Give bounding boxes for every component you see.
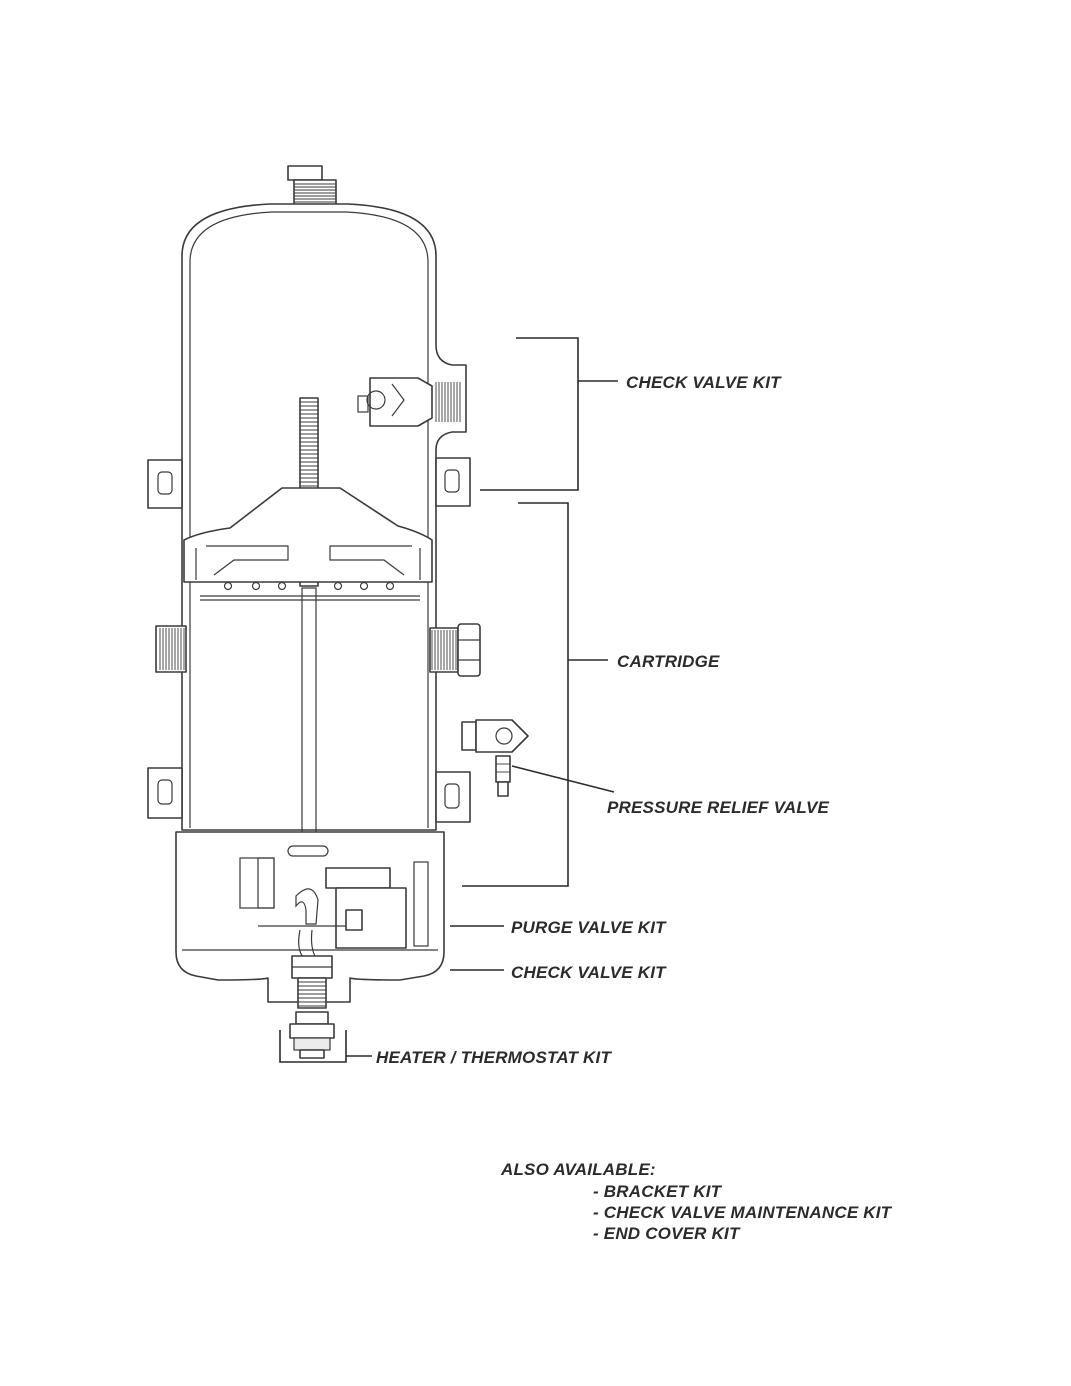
mounting-brackets: [147, 457, 471, 823]
label-heater-thermostat-kit: HEATER / THERMOSTAT KIT: [376, 1048, 612, 1067]
bottom-check-valve: [291, 955, 333, 1009]
head-hole: [359, 581, 369, 591]
check-valve-upper: [357, 377, 461, 427]
top-drain-plug: [287, 165, 337, 207]
also-available-item: - BRACKET KIT: [593, 1182, 723, 1201]
also-available-item: - END COVER KIT: [593, 1224, 741, 1243]
head-hole: [385, 581, 395, 591]
cartridge-head: [183, 487, 433, 601]
head-hole: [333, 581, 343, 591]
also-available-item: - CHECK VALVE MAINTENANCE KIT: [593, 1203, 893, 1222]
purge-valve-internals: [239, 857, 429, 959]
head-hole: [223, 581, 233, 591]
pressure-relief-fitting: [461, 719, 529, 797]
also-available-heading: ALSO AVAILABLE:: [500, 1160, 656, 1179]
head-hole: [277, 581, 287, 591]
also-available-list: ALSO AVAILABLE: - BRACKET KIT - CHECK VA…: [500, 1160, 893, 1243]
head-hole: [251, 581, 261, 591]
heater-thermostat: [289, 1011, 335, 1059]
label-cartridge: CARTRIDGE: [617, 652, 720, 671]
leader-lines: [279, 337, 618, 1063]
label-check-valve-kit-bottom: CHECK VALVE KIT: [511, 963, 667, 982]
outlet-port-right: [429, 623, 481, 677]
inlet-port-left: [155, 625, 187, 673]
label-purge-valve-kit: PURGE VALVE KIT: [511, 918, 667, 937]
label-pressure-relief-valve: PRESSURE RELIEF VALVE: [607, 798, 830, 817]
label-check-valve-kit-top: CHECK VALVE KIT: [626, 373, 782, 392]
